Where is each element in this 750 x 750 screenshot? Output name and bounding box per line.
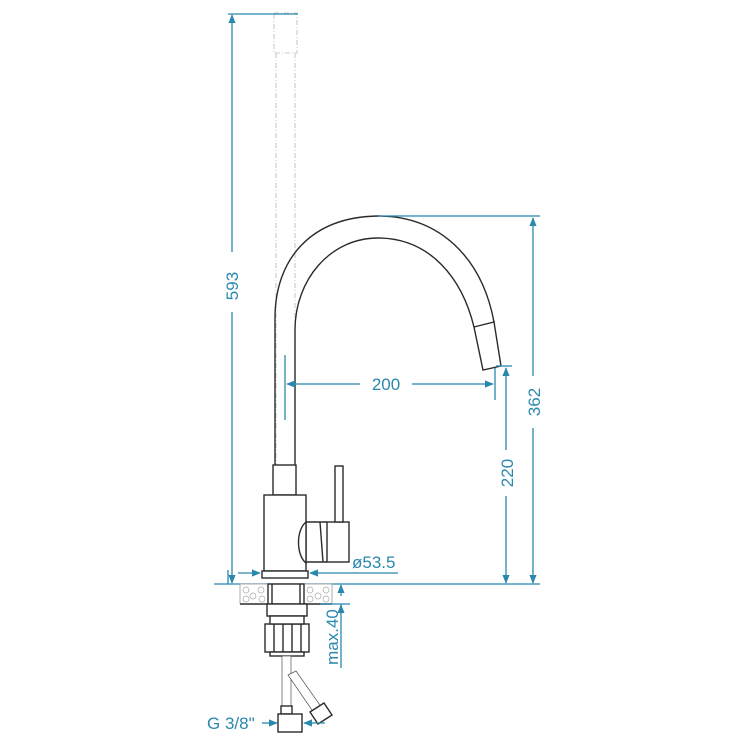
- dimension-total-height-raised: 593: [223, 13, 298, 584]
- faucet-body: [261, 464, 350, 579]
- dimension-total-height: 362: [378, 215, 544, 584]
- mounting-nut: [264, 583, 310, 657]
- label-200: 200: [372, 375, 400, 394]
- label-362: 362: [525, 388, 544, 416]
- countertop: [214, 583, 540, 605]
- label-220: 220: [498, 459, 517, 487]
- dimension-base-diameter: ø53.5: [238, 553, 398, 577]
- label-max40: max.40: [323, 609, 342, 665]
- spout: [274, 215, 502, 465]
- label-thread: G 3/8": [207, 714, 255, 733]
- supply-hoses: [277, 655, 333, 733]
- label-593: 593: [223, 272, 242, 300]
- dimension-connection-thread: G 3/8": [207, 714, 325, 733]
- dimension-max-countertop: max.40: [227, 570, 350, 668]
- dimension-spout-reach: 200: [284, 355, 496, 420]
- dimension-spout-outlet-height: 220: [496, 365, 517, 584]
- aerator: [473, 321, 502, 371]
- lever-stem: [334, 465, 344, 523]
- lever-handle: [326, 521, 350, 563]
- label-diameter: ø53.5: [352, 553, 395, 572]
